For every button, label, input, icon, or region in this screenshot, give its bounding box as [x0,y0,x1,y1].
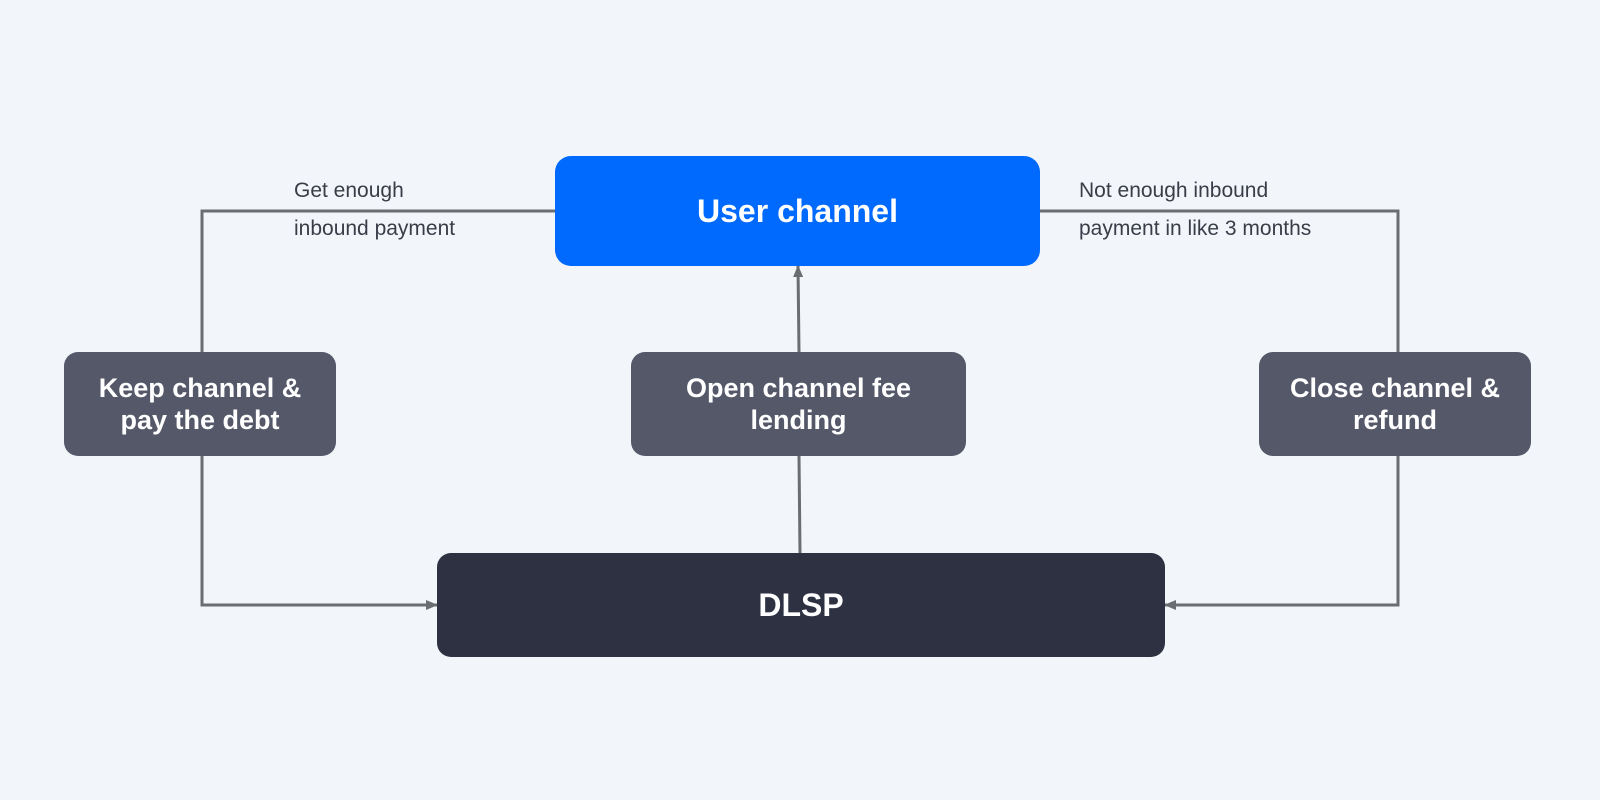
edge-label-right-line1: Not enough inbound [1079,179,1269,202]
edge-label-not-enough: Not enough inbound payment in like 3 mon… [1079,172,1311,248]
edge-open-to-user [793,265,804,353]
node-dlsp: DLSP [437,553,1165,657]
edge-label-left-line1: Get enough [294,179,404,202]
node-user-channel-label: User channel [697,192,898,229]
node-keep-channel: Keep channel & pay the debt [64,352,336,456]
edge-user-to-close [1040,209,1400,352]
node-close-channel-label: Close channel & refund [1289,373,1501,435]
node-user-channel: User channel [555,156,1040,266]
edge-close-to-dlsp [1164,456,1400,610]
edge-label-get-enough: Get enough inbound payment [294,172,455,248]
node-close-channel: Close channel & refund [1259,352,1531,456]
node-open-channel-label: Open channel fee lending [685,373,912,435]
edge-keep-to-dlsp [200,456,438,610]
edge-label-left-line2: inbound payment [294,217,456,240]
node-keep-channel-label: Keep channel & pay the debt [98,373,302,435]
edge-dlsp-to-open [797,455,802,554]
edge-label-right-line2: payment in like 3 months [1079,217,1312,240]
node-dlsp-label: DLSP [758,586,844,623]
node-open-channel-fee-lending: Open channel fee lending [631,352,966,456]
edge-user-to-keep [200,209,555,352]
